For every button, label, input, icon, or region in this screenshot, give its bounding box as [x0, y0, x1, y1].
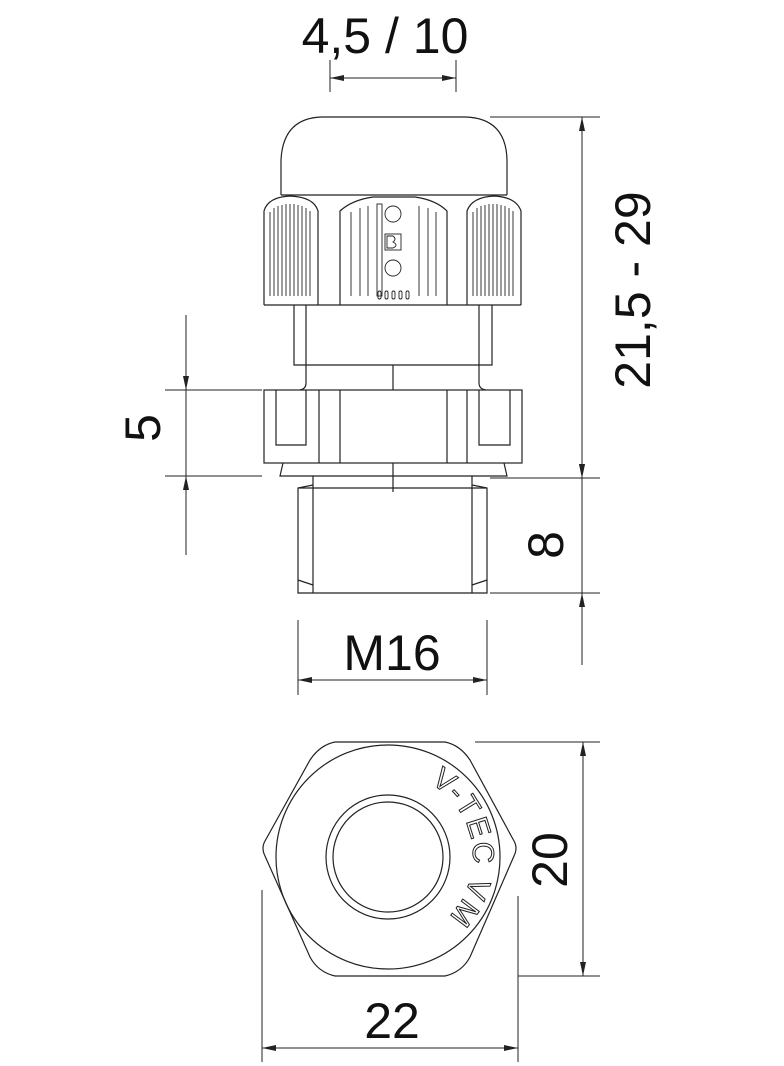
height-range-label: 21,5 - 29: [605, 191, 661, 388]
product-text: V-TEC VM: [426, 761, 498, 935]
thread-section: [297, 476, 488, 594]
dim-nut-height: 5: [115, 315, 262, 555]
cable-range-label: 4,5 / 10: [302, 8, 469, 64]
dim-across-corners: 20: [475, 741, 600, 977]
v-tec-vm-marking: V-TEC VM: [426, 762, 499, 935]
lower-nut: [263, 389, 523, 492]
obo-logo: [384, 205, 402, 277]
dim-cable-range: 4,5 / 10: [302, 8, 469, 92]
dim-across-flats: 22: [261, 890, 519, 1062]
dim-thread: M16: [297, 620, 488, 695]
nut-height-label: 5: [115, 414, 171, 442]
top-view-hex: V-TEC VM: [262, 741, 517, 977]
dome-cap: [280, 116, 508, 195]
across-corners-label: 20: [522, 832, 578, 888]
neck: [293, 305, 493, 391]
dim-height-range: 21,5 - 29: [490, 116, 661, 479]
across-flats-label: 22: [364, 993, 420, 1049]
thread-label: M16: [343, 625, 440, 681]
thread-length-label: 8: [518, 531, 574, 559]
knurled-band: [263, 194, 522, 306]
dim-thread-length: 8: [490, 420, 600, 665]
side-view: [263, 116, 523, 594]
